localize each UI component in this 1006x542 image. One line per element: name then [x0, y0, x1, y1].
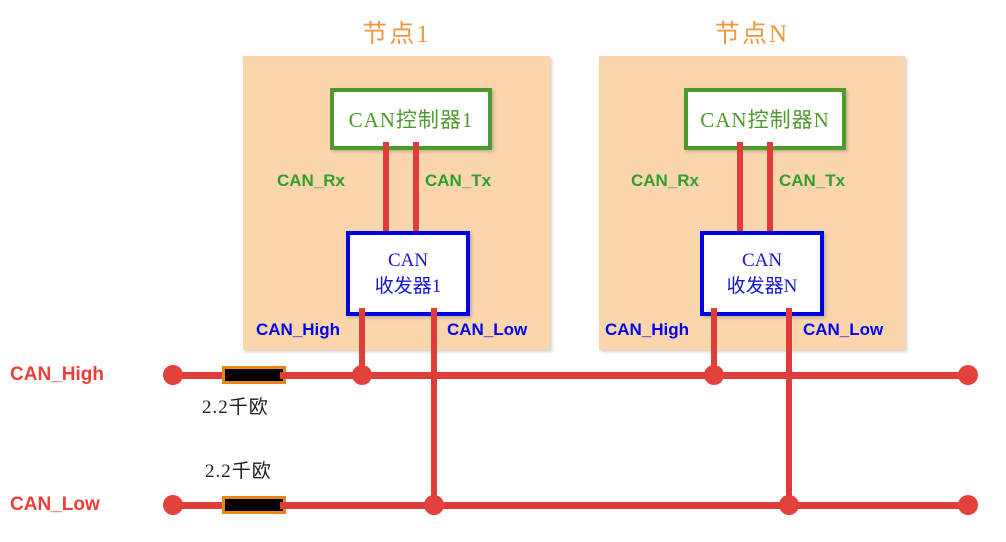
node-title-n: 节点N — [714, 21, 790, 48]
node-1-high-pin-label: CAN_High — [256, 320, 341, 339]
resistor-high-label: 2.2千欧 — [202, 397, 269, 418]
can-transceiver-1-line2: 收发器1 — [374, 275, 442, 297]
node-n-high-junction-dot — [704, 365, 724, 385]
terminating-resistor-high — [222, 366, 286, 384]
node-1-tx-wire — [413, 142, 419, 234]
can-high-bus-left-terminal-dot — [163, 365, 183, 385]
bus-label-can-low: CAN_Low — [10, 494, 100, 515]
can-transceiver-n-line2: 收发器N — [726, 275, 798, 297]
can-transceiver-1: CAN 收发器1 — [346, 231, 470, 316]
node-1-rx-wire — [383, 142, 389, 234]
node-n-tx-wire — [767, 142, 773, 234]
can-low-bus-main-segment — [280, 502, 968, 509]
node-1-tx-label: CAN_Tx — [425, 171, 492, 190]
can-transceiver-1-line1: CAN — [387, 249, 429, 271]
node-1-low-junction-dot — [424, 495, 444, 515]
can-high-bus-right-terminal-dot — [958, 365, 978, 385]
node-1-rx-label: CAN_Rx — [277, 171, 346, 190]
can-controller-1-label: CAN控制器1 — [348, 108, 474, 132]
can-controller-1: CAN控制器1 — [330, 88, 492, 150]
node-n-low-junction-dot — [779, 495, 799, 515]
node-n-tx-label: CAN_Tx — [779, 171, 846, 190]
node-1-high-junction-dot — [352, 365, 372, 385]
can-transceiver-n: CAN 收发器N — [700, 231, 824, 316]
node-n-rx-wire — [737, 142, 743, 234]
node-n-rx-label: CAN_Rx — [631, 171, 700, 190]
can-low-bus-right-terminal-dot — [958, 495, 978, 515]
can-high-bus-left-segment — [172, 372, 230, 379]
bus-label-can-high: CAN_High — [10, 364, 104, 385]
node-n-low-pin-label: CAN_Low — [803, 320, 884, 339]
can-controller-n: CAN控制器N — [684, 88, 846, 150]
node-title-1: 节点1 — [362, 21, 431, 48]
node-n-high-drop-wire — [711, 308, 717, 381]
node-n-low-drop-wire — [786, 308, 792, 511]
can-low-bus-left-segment — [172, 502, 230, 509]
can-low-bus-left-terminal-dot — [163, 495, 183, 515]
can-controller-n-label: CAN控制器N — [700, 108, 830, 132]
can-high-bus-main-segment — [280, 372, 968, 379]
node-1-high-drop-wire — [359, 308, 365, 381]
resistor-low-label: 2.2千欧 — [205, 461, 272, 482]
node-1-low-pin-label: CAN_Low — [447, 320, 528, 339]
terminating-resistor-low — [222, 496, 286, 514]
node-n-high-pin-label: CAN_High — [605, 320, 690, 339]
can-transceiver-n-line1: CAN — [741, 249, 783, 271]
node-1-low-drop-wire — [431, 308, 437, 511]
